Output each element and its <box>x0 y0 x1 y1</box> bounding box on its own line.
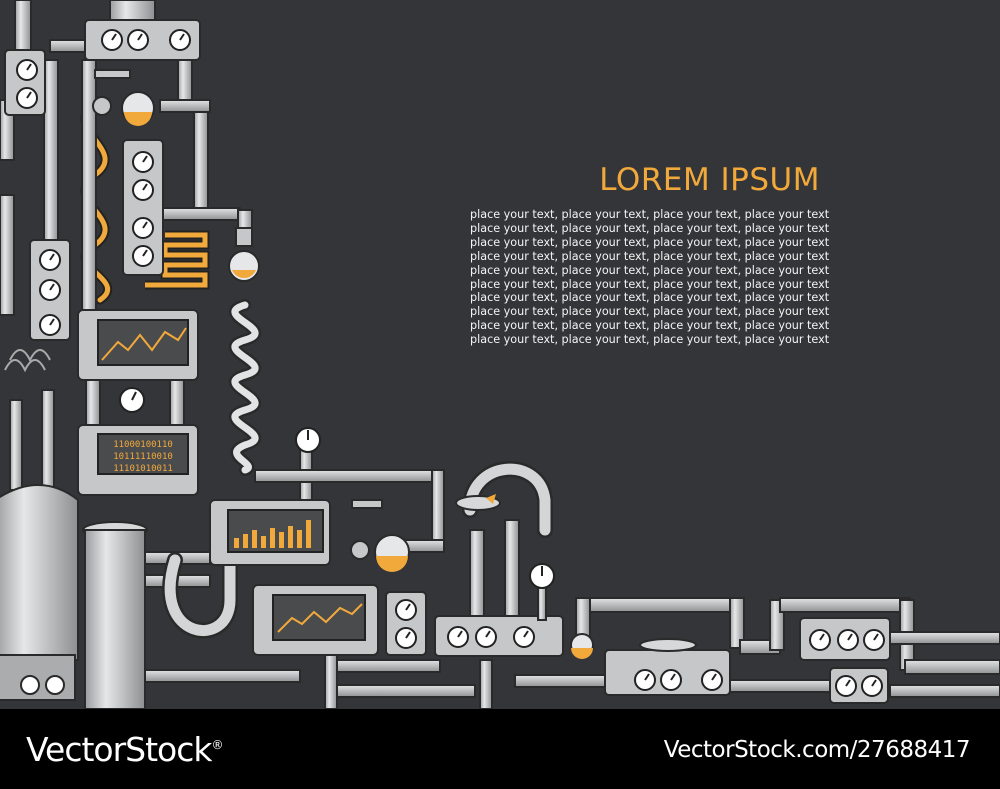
funnel <box>455 494 501 511</box>
gauge-panel-left <box>4 49 46 116</box>
body-text-line: place your text, place your text, place … <box>470 291 830 305</box>
line-chart-monitor-lower <box>252 584 379 656</box>
gauge-panel-top <box>84 0 201 61</box>
body-text-line: place your text, place your text, place … <box>470 277 830 291</box>
bar-chart-monitor <box>209 499 331 566</box>
boiler-tank <box>0 389 79 701</box>
illustration-canvas: 11000100110 10111110010 11101010011 <box>0 0 1000 709</box>
cylinder-column <box>82 521 148 709</box>
stem-gauge-2 <box>529 563 555 621</box>
body-text-line: place your text, place your text, place … <box>470 263 830 277</box>
body-text-block: place your text, place your text, place … <box>470 208 830 347</box>
vectorstock-logo: VectorStock® <box>26 730 224 769</box>
pressure-gauge <box>119 387 145 413</box>
binary-line-1: 11000100110 <box>113 440 173 450</box>
watermark-footer: VectorStock® VectorStock.com/27688417 <box>0 709 1000 789</box>
body-text-line: place your text, place your text, place … <box>470 333 830 347</box>
binary-line-2: 10111110010 <box>113 452 173 462</box>
hourglass-tube <box>228 227 260 282</box>
registered-mark: ® <box>211 738 224 752</box>
stem-gauge-1 <box>295 427 321 453</box>
body-text-line: place your text, place your text, place … <box>470 235 830 249</box>
gauge-panel-small <box>385 591 427 656</box>
gauge-panel-wide <box>434 615 564 657</box>
gauge-panel-side <box>29 239 71 341</box>
gauge-panel-vertical <box>122 139 164 276</box>
binary-display: 11000100110 10111110010 11101010011 <box>77 424 199 496</box>
steampunk-machinery-illustration: 11000100110 10111110010 11101010011 <box>0 0 1000 709</box>
gauge-panel-bottom <box>604 638 731 696</box>
body-text-line: place your text, place your text, place … <box>470 221 830 235</box>
body-text-line: place your text, place your text, place … <box>470 319 830 333</box>
page-title: LOREM IPSUM <box>599 162 820 198</box>
line-chart-monitor <box>77 309 199 381</box>
body-text-line: place your text, place your text, place … <box>470 249 830 263</box>
flask-valve <box>92 69 155 126</box>
body-text-line: place your text, place your text, place … <box>470 305 830 319</box>
gauge-panel-right <box>799 617 891 704</box>
binary-line-3: 11101010011 <box>113 464 173 474</box>
round-flask <box>350 499 410 572</box>
stock-id: VectorStock.com/27688417 <box>663 737 971 763</box>
small-flask <box>570 633 594 659</box>
body-text-line: place your text, place your text, place … <box>470 208 830 221</box>
logo-text: VectorStock <box>26 730 212 769</box>
